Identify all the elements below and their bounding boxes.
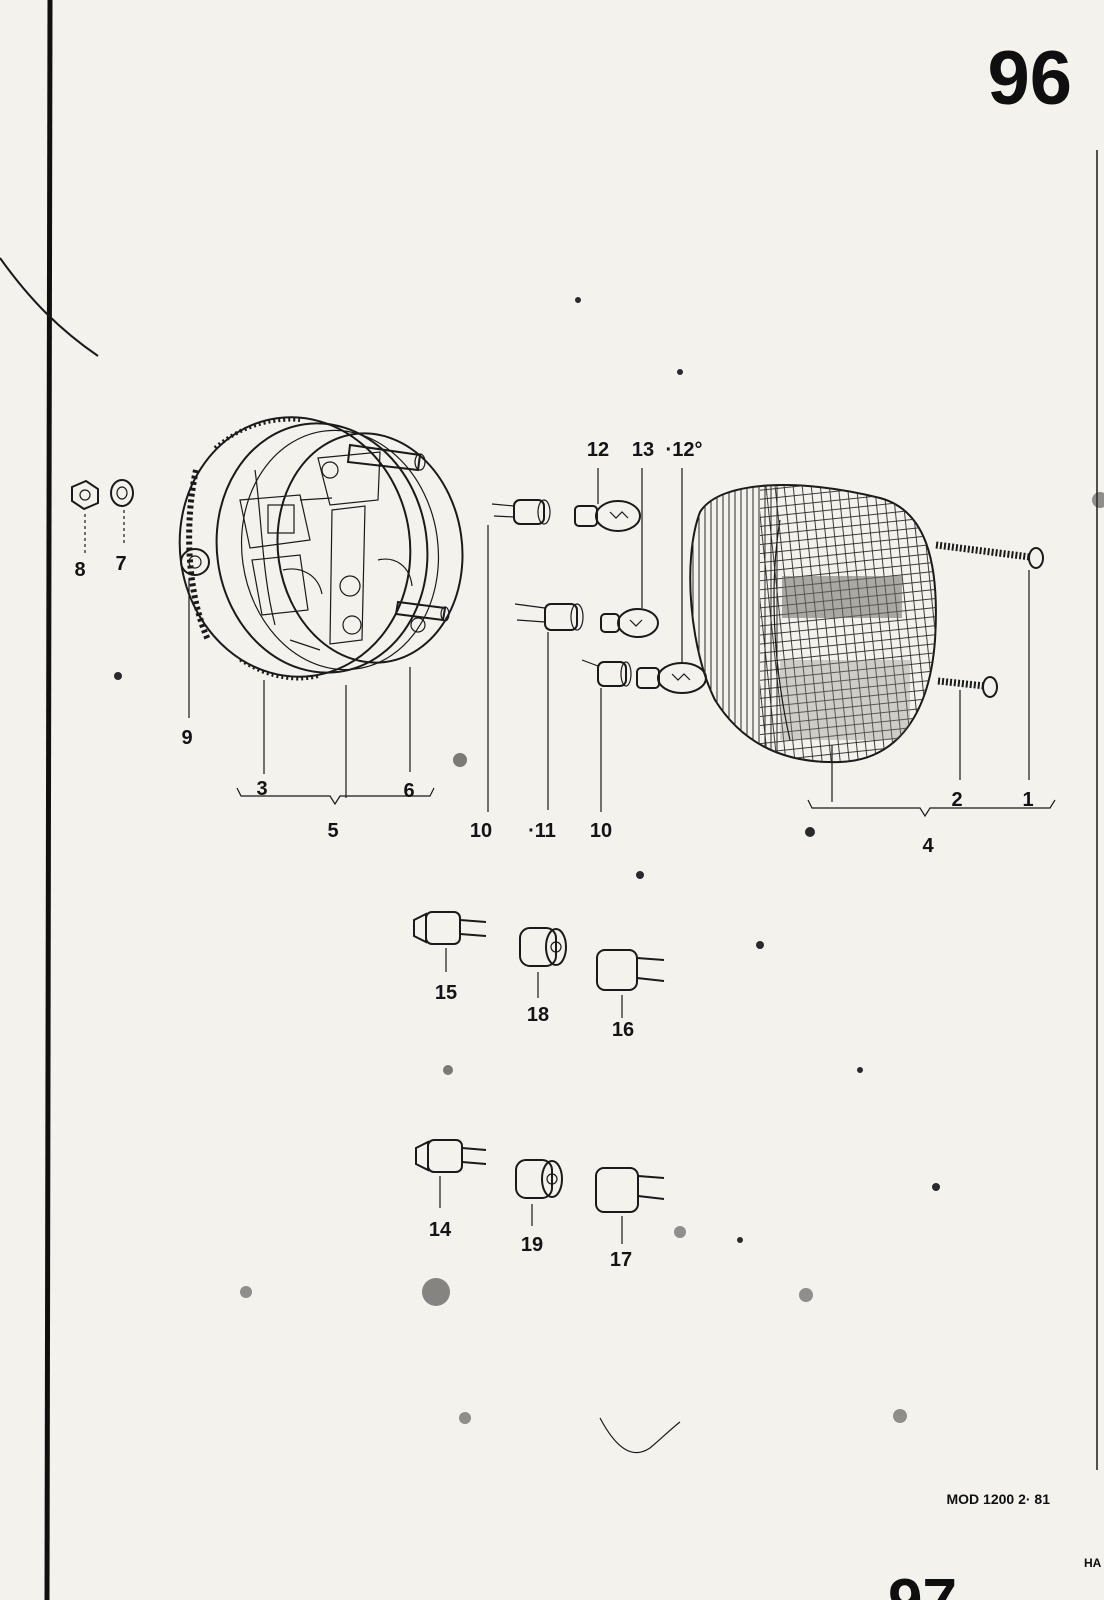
- callout-19: 19: [521, 1234, 543, 1256]
- model-code: MOD 1200 2· 81: [947, 1491, 1051, 1507]
- callout-17: 17: [610, 1249, 632, 1271]
- callout-12: 12: [587, 439, 609, 461]
- next-page-number: 97: [888, 1567, 957, 1600]
- scan-mark: [599, 1417, 681, 1454]
- callout-18: 18: [527, 1004, 549, 1026]
- callout-labels: 7 8 9 3 6 5 10 ·11 10 12 13 ·12° 2 1 4 1…: [74, 439, 1033, 1271]
- callout-8: 8: [74, 559, 85, 581]
- callout-12-degree: ·12°: [666, 439, 703, 461]
- socket-set-lower-drawing: [415, 1139, 665, 1213]
- lamp-lens-drawing: [689, 484, 937, 764]
- callout-3: 3: [256, 778, 267, 800]
- lamp-housing-drawing: [178, 416, 464, 681]
- nut-and-washer-drawing: [71, 479, 134, 511]
- callout-9: 9: [181, 727, 192, 749]
- callout-7: 7: [115, 553, 126, 575]
- bulb-drawing: [574, 500, 707, 694]
- callout-13: 13: [632, 439, 654, 461]
- scan-speckle: [114, 297, 1104, 1424]
- lens-screw-drawing: [935, 541, 1044, 698]
- page-number: 96: [987, 36, 1072, 121]
- callout-16: 16: [612, 1019, 634, 1041]
- callout-10-right: 10: [590, 820, 612, 842]
- callout-11: ·11: [528, 820, 556, 842]
- leader-lines: [84, 468, 1056, 1244]
- callout-2: 2: [951, 789, 962, 811]
- callout-4: 4: [922, 835, 934, 857]
- callout-1: 1: [1022, 789, 1033, 811]
- callout-14: 14: [429, 1219, 452, 1241]
- socket-set-upper-drawing: [413, 911, 665, 991]
- callout-5: 5: [327, 820, 338, 842]
- callout-6: 6: [403, 780, 414, 802]
- callout-15: 15: [435, 982, 457, 1004]
- edge-fragment-text: HA: [1084, 1556, 1102, 1570]
- page-crease-line: [0, 257, 99, 357]
- callout-10-left: 10: [470, 820, 492, 842]
- bulb-socket-drawing: [491, 499, 632, 687]
- binding-rule: [44, 0, 53, 1600]
